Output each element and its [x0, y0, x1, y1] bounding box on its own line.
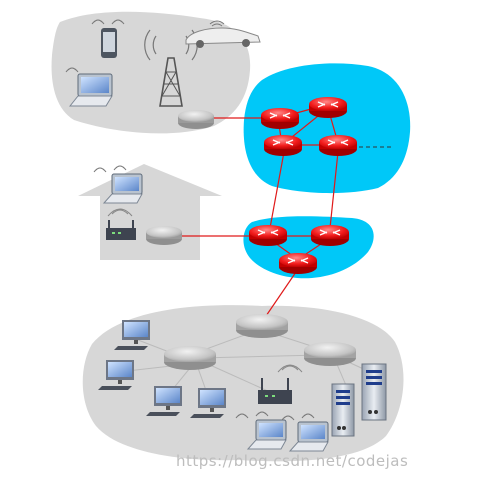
- server-tower-icon: [361, 363, 387, 421]
- router-icon: [164, 346, 216, 370]
- cell-tower-icon: [144, 29, 198, 107]
- router-icon: [304, 342, 356, 366]
- wifi-signal-icon: [91, 19, 125, 25]
- wifi-signal-icon: [235, 411, 315, 421]
- laptop-icon: [102, 173, 143, 204]
- wifi-router-icon: [106, 220, 136, 240]
- router-icon: [261, 108, 299, 129]
- isp-routers: [261, 97, 357, 156]
- router-icon: [178, 110, 214, 129]
- link-regional-to-global: [329, 151, 339, 229]
- link-regional-to-global: [269, 151, 285, 229]
- wifi-router-icon: [258, 378, 292, 404]
- router-icon: [309, 97, 347, 118]
- wifi-signal-icon: [93, 165, 127, 173]
- car-icon: [185, 20, 261, 48]
- wifi-signal-icon: [65, 67, 79, 73]
- router-icon: [311, 225, 349, 246]
- global-routers: [249, 225, 349, 274]
- desktop-computer-icon: [114, 320, 150, 350]
- smartphone-icon: [101, 28, 117, 58]
- router-icon: [319, 135, 357, 156]
- laptop-icon: [246, 419, 287, 450]
- home-network-house: [78, 164, 222, 260]
- router-icon: [236, 314, 288, 338]
- regional-isp-network: [243, 63, 411, 194]
- desktop-computer-icon: [190, 388, 226, 418]
- router-icon: [146, 226, 182, 245]
- router-icon: [249, 225, 287, 246]
- router-icon: [264, 135, 302, 156]
- desktop-computer-icon: [98, 360, 134, 390]
- desktop-computer-icon: [146, 386, 182, 416]
- wifi-signal-icon: [277, 364, 303, 373]
- router-icon: [279, 253, 317, 274]
- server-tower-icon: [331, 383, 355, 437]
- watermark-text: https://blog.csdn.net/codejas: [176, 452, 409, 470]
- laptop-icon: [68, 73, 113, 107]
- wifi-signal-icon: [107, 208, 133, 217]
- laptop-icon: [288, 421, 329, 452]
- link-global-to-enterprise: [265, 271, 297, 317]
